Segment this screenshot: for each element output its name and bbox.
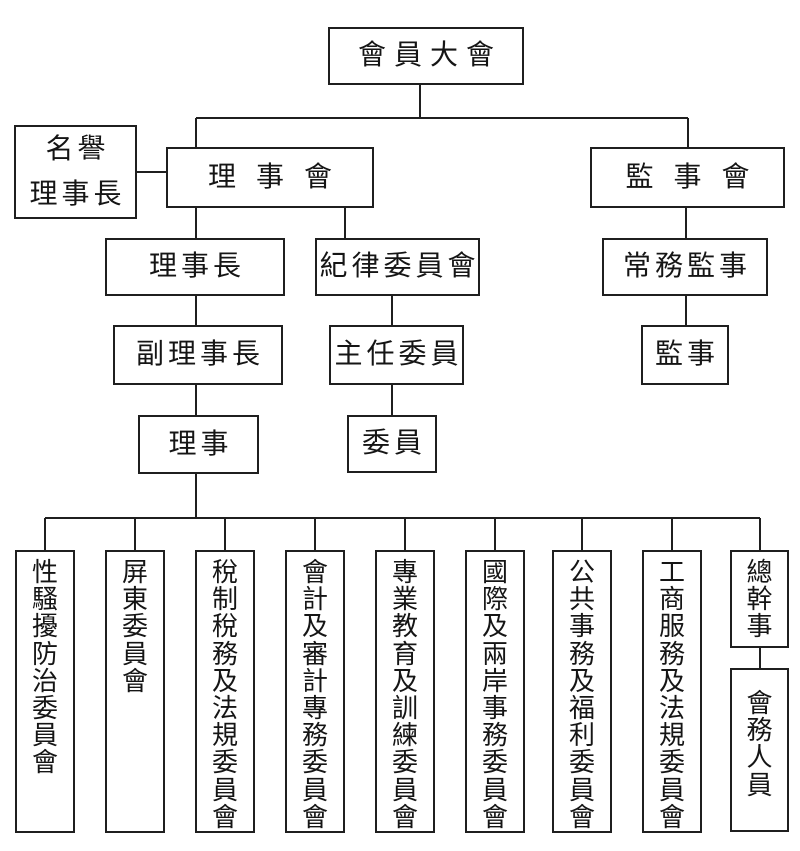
node-committee-sexual-harassment-prevention: 性騷擾防治委員會 — [15, 550, 75, 833]
node-association-staff: 會務人員 — [730, 668, 789, 832]
node-committee-pingtung: 屏東委員會 — [105, 550, 165, 833]
node-board-of-directors: 理事會 — [166, 147, 374, 208]
node-chief-commissioner-label: 主任委員 — [334, 339, 463, 370]
node-supervisory-board-label: 監事會 — [625, 161, 770, 193]
node-discipline-committee: 紀律委員會 — [315, 238, 480, 296]
node-supervisory-board: 監事會 — [590, 147, 785, 208]
node-honorary-chairman-line1: 名譽 — [45, 134, 110, 165]
node-commissioner-label: 委員 — [361, 428, 426, 459]
node-committee-professional-education-training: 專業教育及訓練委員會 — [375, 550, 435, 833]
node-member-assembly-label: 會員大會 — [357, 40, 502, 71]
node-member-assembly: 會員大會 — [328, 27, 524, 85]
node-discipline-committee-label: 紀律委員會 — [319, 251, 480, 282]
node-chairman: 理事長 — [105, 238, 285, 296]
node-standing-supervisor-label: 常務監事 — [622, 251, 751, 282]
node-chief-commissioner: 主任委員 — [329, 325, 464, 385]
node-honorary-chairman: 名譽 理事長 — [14, 125, 137, 219]
node-commissioner: 委員 — [347, 415, 437, 473]
node-chairman-label: 理事長 — [148, 251, 245, 282]
node-committee-tax-system-and-regulations: 稅制稅務及法規委員會 — [195, 550, 255, 833]
node-secretary-general: 總幹事 — [730, 550, 789, 648]
node-director-label: 理事 — [168, 428, 233, 460]
node-vice-chairman: 副理事長 — [113, 325, 283, 385]
node-board-of-directors-label: 理事會 — [207, 161, 352, 193]
node-standing-supervisor: 常務監事 — [602, 238, 768, 296]
node-committee-international-cross-strait: 國際及兩岸事務委員會 — [465, 550, 525, 833]
node-director: 理事 — [138, 415, 259, 474]
node-honorary-chairman-line2: 理事長 — [29, 179, 126, 210]
node-committee-public-affairs-welfare: 公共事務及福利委員會 — [552, 550, 612, 833]
node-supervisor-label: 監事 — [654, 339, 719, 370]
node-committee-accounting-and-audit: 會計及審計專務委員會 — [285, 550, 345, 833]
node-vice-chairman-label: 副理事長 — [135, 339, 264, 370]
node-committee-business-services-regulations: 工商服務及法規委員會 — [642, 550, 702, 833]
node-supervisor: 監事 — [641, 325, 729, 385]
